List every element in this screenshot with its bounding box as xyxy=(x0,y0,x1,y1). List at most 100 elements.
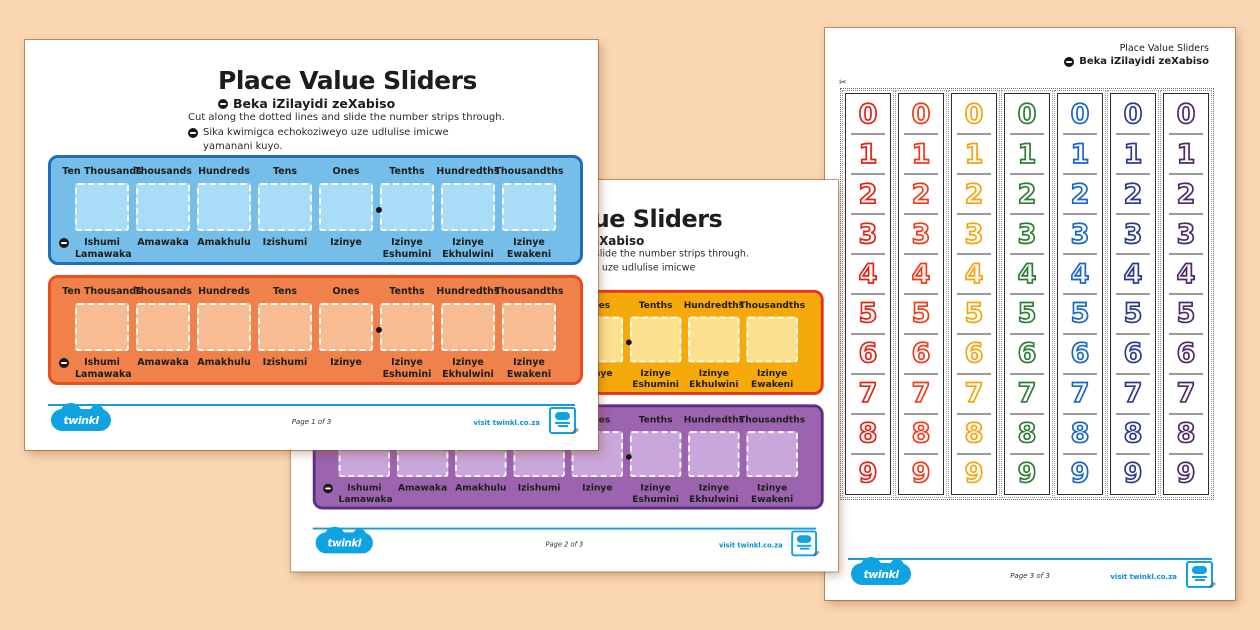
badge-line xyxy=(796,544,812,547)
column-label-xh: Izinye xyxy=(330,237,362,248)
digit-separator xyxy=(1116,413,1150,415)
digit-2: 2 xyxy=(911,178,931,211)
digit-separator xyxy=(957,173,991,175)
column-label-xh: Amakhulu xyxy=(197,357,251,368)
twinkl-logo: twinkl xyxy=(851,557,911,585)
badge-line xyxy=(557,425,568,427)
digit-separator xyxy=(1063,253,1097,255)
digit-separator xyxy=(1063,373,1097,375)
digit-3: 3 xyxy=(1017,218,1037,251)
digit-separator xyxy=(851,293,885,295)
badge-line xyxy=(555,422,570,424)
digit-2: 2 xyxy=(1123,178,1143,211)
twinkl-logo-text: twinkl xyxy=(63,413,99,427)
digit-separator xyxy=(904,133,938,135)
column-label-en: Hundreds xyxy=(198,286,250,297)
badge-line xyxy=(799,547,809,550)
digit-separator xyxy=(904,213,938,215)
visit-link[interactable]: visit twinkl.co.za xyxy=(473,419,540,427)
digit-0: 0 xyxy=(1017,98,1037,131)
digit-7: 7 xyxy=(964,378,984,411)
digit-separator xyxy=(1063,173,1097,175)
slider-window xyxy=(136,303,190,351)
slider-window xyxy=(380,183,434,231)
twinkl-badge-cloud-icon xyxy=(555,412,570,420)
digit-6: 6 xyxy=(964,338,984,371)
digit-4: 4 xyxy=(1176,258,1196,291)
digit-7: 7 xyxy=(1017,378,1037,411)
digit-4: 4 xyxy=(1070,258,1090,291)
digit-separator xyxy=(1063,213,1097,215)
digit-8: 8 xyxy=(1070,417,1090,450)
page3-subtitle: Beka iZilayidi zeXabiso xyxy=(1064,56,1209,67)
digit-7: 7 xyxy=(911,378,931,411)
digit-separator xyxy=(1169,253,1203,255)
column-label-xh: Ishumi Lamawaka xyxy=(59,237,132,262)
instruction-xh: Sika kwimigca echokoziweyo uze udlulise … xyxy=(188,126,505,141)
digit-separator xyxy=(957,253,991,255)
digit-separator xyxy=(1116,453,1150,455)
page-3-number-strips: Place Value Sliders Beka iZilayidi zeXab… xyxy=(825,28,1235,600)
column-label-en: Ones xyxy=(332,166,360,177)
digit-separator xyxy=(1116,213,1150,215)
digit-2: 2 xyxy=(858,178,878,211)
digit-separator xyxy=(1169,213,1203,215)
digit-separator xyxy=(1010,173,1044,175)
digit-0: 0 xyxy=(858,98,878,131)
slider-window xyxy=(258,303,312,351)
digit-1: 1 xyxy=(858,138,878,171)
digit-0: 0 xyxy=(964,98,984,131)
column-label-en: Ten Thousands xyxy=(62,286,142,297)
column-label-xh: Amakhulu xyxy=(197,237,251,248)
column-label-en: Thousandths xyxy=(739,300,806,311)
digit-5: 5 xyxy=(1123,298,1143,331)
digit-separator xyxy=(904,453,938,455)
digit-separator xyxy=(851,413,885,415)
digit-9: 9 xyxy=(1070,457,1090,490)
badge-line xyxy=(1192,576,1207,578)
digit-separator xyxy=(1116,333,1150,335)
digit-1: 1 xyxy=(1123,138,1143,171)
digit-separator xyxy=(1063,453,1097,455)
digit-separator xyxy=(1116,293,1150,295)
page-number: Page 3 of 3 xyxy=(1010,572,1050,580)
digit-separator xyxy=(1010,213,1044,215)
digit-separator xyxy=(1010,293,1044,295)
slider-window xyxy=(441,303,495,351)
page3-subtitle-text: Beka iZilayidi zeXabiso xyxy=(1079,56,1209,67)
column-label-xh: Izishumi xyxy=(517,482,561,494)
digit-9: 9 xyxy=(911,457,931,490)
digit-5: 5 xyxy=(1070,298,1090,331)
digit-6: 6 xyxy=(1017,338,1037,371)
digit-separator xyxy=(851,453,885,455)
column-label-en: Tenths xyxy=(638,414,673,426)
slider-window xyxy=(380,303,434,351)
slider-window xyxy=(746,316,798,363)
slider-window xyxy=(688,431,740,478)
digit-9: 9 xyxy=(1176,457,1196,490)
digit-4: 4 xyxy=(911,258,931,291)
column-label-xh: Izinye Eshumini xyxy=(382,237,432,261)
pencil-icon: ✎ xyxy=(568,426,580,436)
column-label-en: Thousandths xyxy=(739,414,806,426)
visit-link[interactable]: visit twinkl.co.za xyxy=(718,541,783,550)
column-label-xh: Amakhulu xyxy=(455,482,507,494)
visit-link[interactable]: visit twinkl.co.za xyxy=(1110,573,1177,581)
page-subtitle-text: Beka iZilayidi zeXabiso xyxy=(233,96,396,111)
digit-separator xyxy=(1063,293,1097,295)
column-label-xh: Izinye Eshumini xyxy=(632,482,679,506)
